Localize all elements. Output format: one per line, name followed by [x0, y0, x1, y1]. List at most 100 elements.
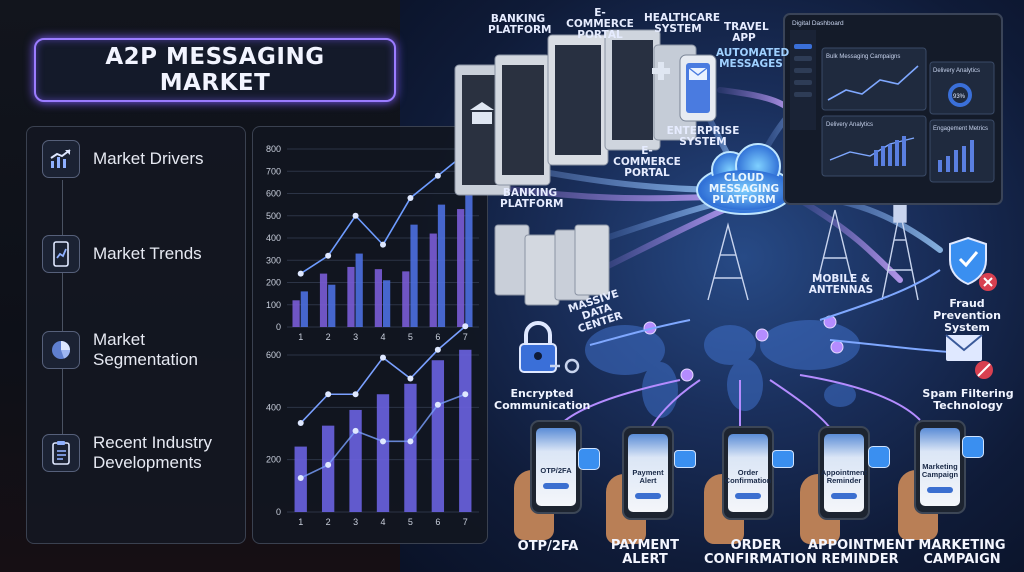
bar [328, 284, 336, 327]
x-tick-label: 4 [380, 332, 385, 342]
label-encrypted-communication: Encrypted Communication [494, 387, 591, 412]
y-tick-label: 500 [266, 211, 281, 221]
label-fraud-prevention: Fraud Prevention System [933, 297, 1001, 334]
y-tick-label: 100 [266, 300, 281, 310]
data-point [407, 194, 414, 201]
x-tick-label: 4 [380, 517, 385, 527]
data-point [352, 391, 359, 398]
shield-icon [949, 236, 997, 291]
x-tick-label: 3 [353, 332, 358, 342]
label-enterprise-system: ENTERPRISE SYSTEM [666, 125, 740, 148]
y-tick-label: 200 [266, 278, 281, 288]
dashboard-gauge-value: 93% [953, 94, 966, 100]
label-ecommerce-portal-mid: E-COMMERCE PORTAL [613, 145, 681, 179]
y-tick-label: 400 [266, 402, 281, 412]
data-point [434, 172, 441, 179]
bar [404, 383, 417, 512]
spam-envelope-icon [945, 334, 993, 379]
x-tick-label: 2 [326, 332, 331, 342]
x-tick-label: 5 [408, 517, 413, 527]
gift-notification-icon [962, 436, 984, 458]
sidebar-item-market-segmentation[interactable]: Market Segmentation [42, 330, 243, 370]
x-tick-label: 3 [353, 517, 358, 527]
mail-notification-icon [674, 450, 696, 468]
sidebar-item-label: Recent Industry Developments [93, 433, 213, 472]
label-spam-filtering: Spam Filtering Technology [922, 387, 1014, 412]
dashboard-card-title: Delivery Analytics [826, 122, 873, 128]
phone-order-confirmation: Order Confirmation [722, 426, 774, 520]
data-point [352, 212, 359, 219]
sidebar-item-market-drivers[interactable]: Market Drivers [42, 140, 243, 178]
x-tick-label: 7 [463, 332, 468, 342]
bar [402, 271, 410, 327]
y-tick-label: 0 [276, 507, 281, 517]
data-point [297, 270, 304, 277]
bar [347, 266, 355, 327]
y-tick-label: 400 [266, 233, 281, 243]
world-map [585, 320, 860, 418]
bar [374, 269, 382, 327]
y-tick-label: 600 [266, 350, 281, 360]
sidebar-item-recent-industry-developments[interactable]: Recent Industry Developments [42, 433, 243, 473]
title-line-1: A2P MESSAGING [105, 44, 325, 70]
padlock-icon [519, 321, 557, 373]
sidebar-item-label: Market Trends [93, 244, 202, 263]
dashboard-monitor: Digital Dashboard Bulk Messaging Campaig… [783, 13, 1003, 205]
data-point [434, 401, 441, 408]
label-banking-platform-mid: BANKING PLATFORM [500, 187, 564, 210]
envelope-icon [688, 67, 708, 80]
y-tick-label: 800 [266, 144, 281, 154]
data-point [462, 391, 469, 398]
medical-cross-icon [652, 62, 670, 80]
label-mobile-antennas: MOBILE & ANTENNAS [808, 273, 874, 296]
phone-otp: OTP/2FA [530, 420, 582, 514]
chart-up-icon [42, 140, 80, 178]
location-pins [643, 315, 844, 382]
label-travel-app: TRAVEL APP [724, 21, 769, 44]
data-point [297, 420, 304, 427]
y-tick-label: 0 [276, 322, 281, 332]
x-tick-label: 5 [408, 332, 413, 342]
bar [376, 394, 390, 512]
bar [437, 204, 446, 327]
label-ecommerce-portal-top: E-COMMERCE PORTAL [566, 7, 634, 41]
bar [319, 273, 328, 327]
data-point [407, 438, 414, 445]
bar [457, 209, 465, 327]
label-automated-messages: AUTOMATED MESSAGES [716, 47, 790, 70]
sidebar-item-label: Market Drivers [93, 149, 204, 168]
data-point [380, 354, 386, 361]
data-point [325, 252, 332, 259]
dashboard-card-title: Engagement Metrics [933, 126, 988, 132]
x-tick-label: 1 [298, 517, 303, 527]
bar [292, 300, 300, 327]
dashboard-card-title: Delivery Analytics [933, 68, 980, 74]
sidebar-connector-line [62, 180, 63, 460]
x-tick-label: 2 [326, 517, 331, 527]
dashboard-card-title: Bulk Messaging Campaigns [826, 54, 900, 60]
bar [431, 360, 445, 512]
bar [429, 233, 437, 327]
clipboard-icon [42, 434, 80, 472]
data-point [352, 427, 359, 434]
x-tick-label: 7 [463, 517, 468, 527]
data-point [380, 241, 386, 248]
label-healthcare-system: HEALTHCARE SYSTEM [644, 12, 721, 35]
bar [410, 224, 418, 327]
y-tick-label: 300 [266, 255, 281, 265]
bar [383, 280, 391, 327]
x-tick-label: 1 [298, 332, 303, 342]
cloud-icon [696, 143, 794, 215]
caption-order-confirmation: ORDER CONFIRMATION [704, 538, 817, 567]
label-cloud-messaging-platform: CLOUD MESSAGING PLATFORM [708, 172, 780, 206]
label-banking-platform-top: BANKING PLATFORM [488, 13, 552, 36]
caption-marketing-campaign: MARKETING CAMPAIGN [918, 538, 1006, 567]
data-point [297, 474, 304, 481]
x-tick-label: 6 [435, 517, 440, 527]
phone-appointment-reminder: Appointment Reminder [818, 426, 870, 520]
mail-notification-icon [772, 450, 794, 468]
sidebar-item-market-trends[interactable]: Market Trends [42, 235, 243, 273]
bar [349, 409, 362, 512]
data-point [462, 323, 469, 330]
